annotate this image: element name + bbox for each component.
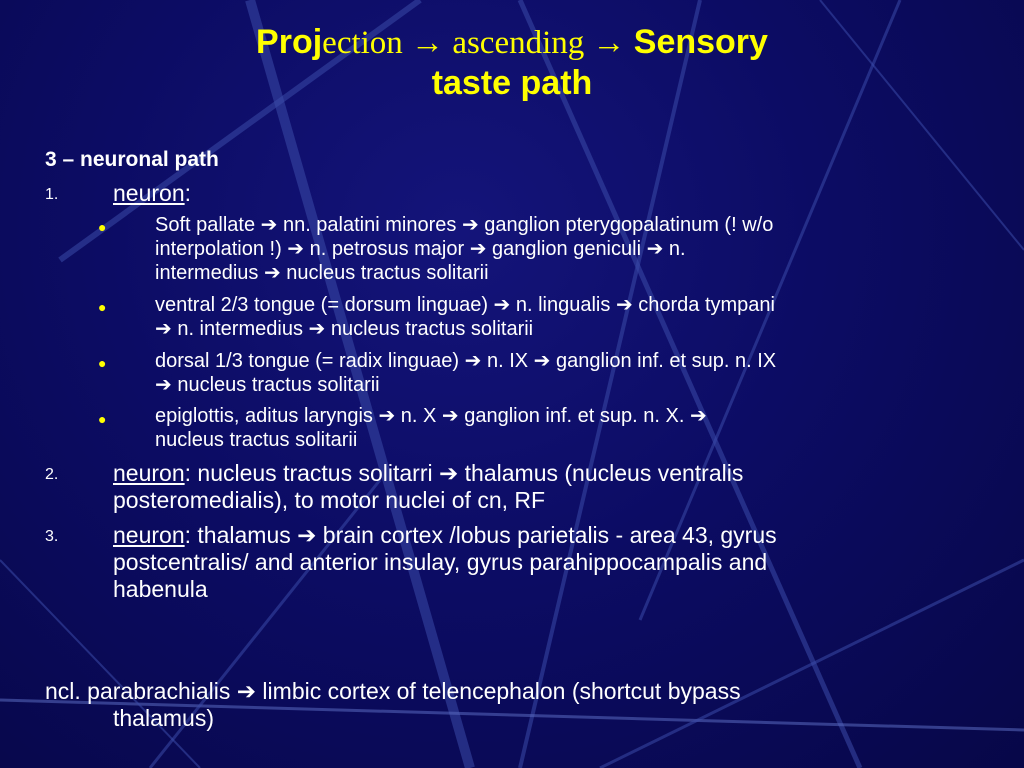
title-arrow-1: → (402, 25, 453, 61)
arrow-icon: ➔ (308, 318, 326, 340)
arrow-icon: ➔ (464, 350, 482, 372)
bullet-4-text: n. X (395, 405, 442, 427)
bullet-4-line-2: nucleus tractus solitarii (155, 429, 358, 451)
bullet-3-line-2: ➔ nucleus tractus solitarii (155, 374, 380, 397)
title-proj: Proj (256, 23, 323, 61)
title-line-2: taste path (431, 64, 593, 102)
neuron-3-text: : thalamus (184, 522, 298, 548)
arrow-icon: ➔ (689, 405, 707, 427)
neuron-1-line: neuron: (113, 180, 191, 207)
arrow-icon: ➔ (533, 350, 551, 372)
footer-text: limbic cortex of telencephalon (shortcut… (256, 678, 741, 704)
bullet-dot-3: ● (98, 355, 107, 371)
list-number-3: 3. (45, 528, 59, 545)
bullet-1-text: n. (663, 238, 686, 260)
bullet-2-text: n. intermedius (171, 318, 309, 340)
bullet-3-text: n. IX (481, 350, 534, 372)
footer-text: ncl. parabrachialis (45, 678, 237, 704)
bullet-1-line-3: intermedius ➔ nucleus tractus solitarii (155, 262, 489, 285)
arrow-icon: ➔ (461, 214, 479, 236)
neuron-1-colon: : (184, 180, 192, 206)
arrow-icon: ➔ (439, 460, 459, 486)
neuron-2-label: neuron (113, 460, 185, 486)
arrow-icon: ➔ (263, 262, 281, 284)
neuron-2-line-1: neuron: nucleus tractus solitarri ➔ thal… (113, 460, 743, 487)
arrow-icon: ➔ (493, 294, 511, 316)
title-line-1: Projection → ascending → Sensory (0, 22, 1024, 63)
arrow-icon: ➔ (378, 405, 396, 427)
arrow-icon: ➔ (287, 238, 305, 260)
bullet-2-text: ventral 2/3 tongue (= dorsum linguae) (155, 294, 494, 316)
neuron-1-label: neuron (113, 180, 185, 206)
neuron-2-text: : nucleus tractus solitarri (184, 460, 439, 486)
bullet-3-text: dorsal 1/3 tongue (= radix linguae) (155, 350, 465, 372)
bullet-4-text: ganglion inf. et sup. n. X. (458, 405, 690, 427)
bullet-1-text: n. petrosus major (304, 238, 470, 260)
arrow-icon: ➔ (155, 318, 172, 340)
bullet-1-line-2: interpolation !) ➔ n. petrosus major ➔ g… (155, 238, 686, 261)
title-ection: ection (322, 25, 403, 61)
neuron-3-label: neuron (113, 522, 185, 548)
bullet-3-line-1: dorsal 1/3 tongue (= radix linguae) ➔ n.… (155, 350, 776, 373)
bullet-1-text: nucleus tractus solitarii (280, 262, 489, 284)
neuron-2-line-2: posteromedialis), to motor nuclei of cn,… (113, 487, 546, 513)
title-sensory: Sensory (633, 23, 768, 61)
bullet-1-text: ganglion geniculi (486, 238, 647, 260)
footer-line-2: thalamus) (113, 705, 214, 731)
list-number-2: 2. (45, 466, 59, 483)
list-number-1: 1. (45, 186, 59, 203)
arrow-icon: ➔ (646, 238, 664, 260)
title-ascending: ascending (452, 25, 585, 61)
bullet-3-text: ganglion inf. et sup. n. IX (550, 350, 777, 372)
bullet-2-text: nucleus tractus solitarii (325, 318, 534, 340)
arrow-icon: ➔ (260, 214, 278, 236)
title-arrow-2: → (584, 25, 634, 61)
neuron-3-line-3: habenula (113, 576, 208, 602)
neuron-2-text: thalamus (nucleus ventralis (458, 460, 744, 486)
section-heading: 3 – neuronal path (45, 148, 219, 171)
footer-line-1: ncl. parabrachialis ➔ limbic cortex of t… (45, 678, 741, 705)
bullet-2-text: n. lingualis (510, 294, 616, 316)
arrow-icon: ➔ (469, 238, 487, 260)
bullet-1-text: nn. palatini minores (277, 214, 462, 236)
bullet-1-text: intermedius (155, 262, 264, 284)
bullet-dot-4: ● (98, 411, 107, 427)
arrow-icon: ➔ (297, 522, 317, 548)
slide-title: Projection → ascending → Sensory taste p… (0, 22, 1024, 103)
bullet-1-text: interpolation !) (155, 238, 288, 260)
arrow-icon: ➔ (615, 294, 633, 316)
bullet-4-text: epiglottis, aditus laryngis (155, 405, 379, 427)
bullet-2-text: chorda tympani (632, 294, 775, 316)
arrow-icon: ➔ (155, 374, 172, 396)
bullet-1-text: Soft pallate (155, 214, 261, 236)
arrow-icon: ➔ (441, 405, 459, 427)
arrow-icon: ➔ (236, 678, 257, 704)
bullet-2-line-2: ➔ n. intermedius ➔ nucleus tractus solit… (155, 318, 533, 341)
bullet-4-line-1: epiglottis, aditus laryngis ➔ n. X ➔ gan… (155, 405, 707, 428)
bullet-3-text: nucleus tractus solitarii (171, 374, 380, 396)
neuron-3-line-2: postcentralis/ and anterior insulay, gyr… (113, 549, 768, 575)
bullet-1-line-1: Soft pallate ➔ nn. palatini minores ➔ ga… (155, 214, 773, 237)
bullet-2-line-1: ventral 2/3 tongue (= dorsum linguae) ➔ … (155, 294, 775, 317)
neuron-3-line-1: neuron: thalamus ➔ brain cortex /lobus p… (113, 522, 777, 549)
bullet-dot-2: ● (98, 299, 107, 315)
bullet-1-text: ganglion pterygopalatinum (! w/o (478, 214, 774, 236)
neuron-3-text: brain cortex /lobus parietalis - area 43… (316, 522, 777, 548)
bullet-dot-1: ● (98, 219, 107, 235)
